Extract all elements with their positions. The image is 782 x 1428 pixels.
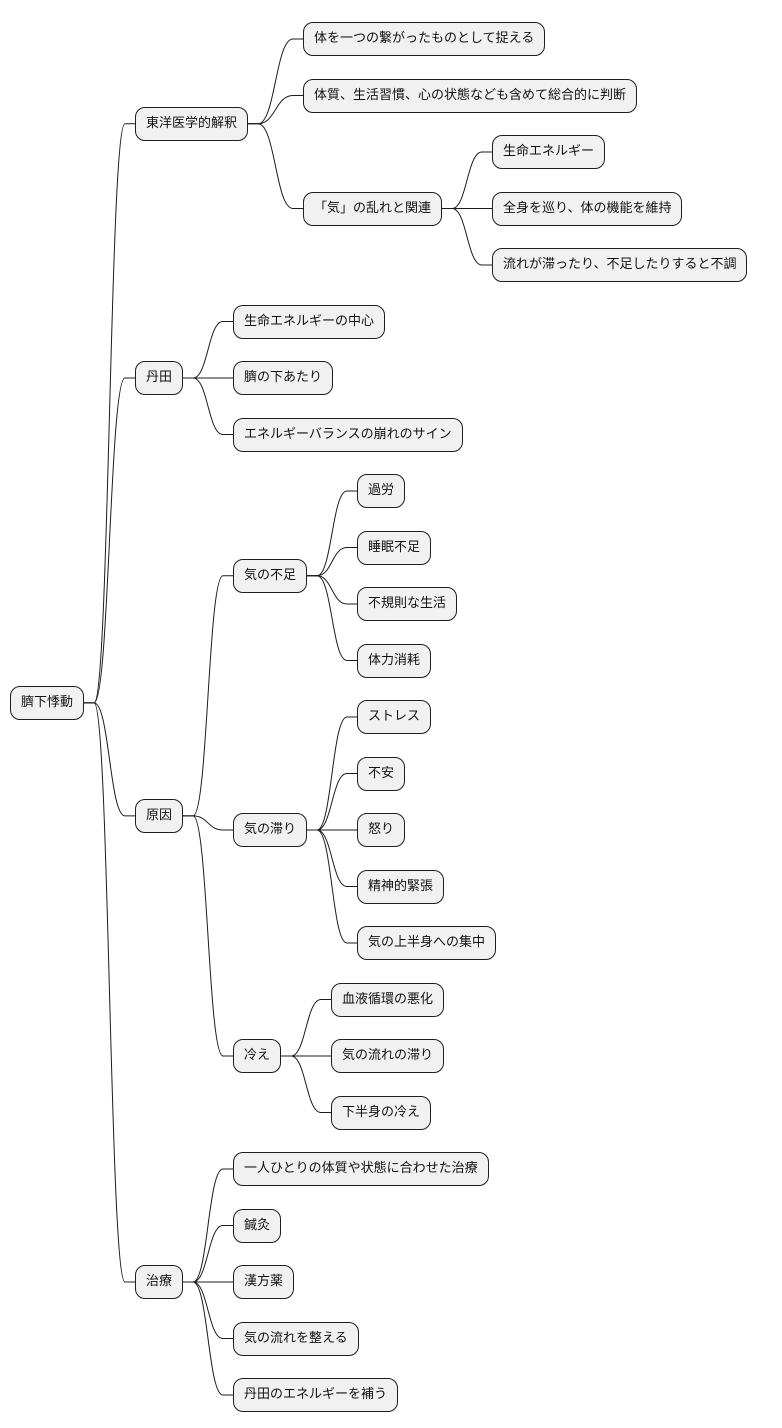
mindmap-connector — [281, 1055, 331, 1113]
mindmap-branch-node: 治療 — [135, 1265, 184, 1299]
mindmap-leaf-node: 下半身の冷え — [331, 1095, 432, 1130]
mindmap-leaf-node: 体力消耗 — [357, 643, 432, 678]
mindmap-leaf-node: 生命エネルギー — [492, 135, 606, 169]
mindmap-connector — [307, 829, 357, 887]
mindmap-leaf-node: 気の流れの滞り — [331, 1039, 445, 1073]
mindmap-leaf-node: 怒り — [357, 813, 406, 847]
mindmap-branch-node: 気の滞り — [233, 813, 308, 847]
mindmap-leaf-node: ストレス — [357, 700, 432, 734]
mindmap-connector — [307, 829, 357, 944]
mindmap-connector — [183, 815, 233, 1057]
mindmap-connector — [442, 151, 492, 209]
mindmap-leaf-node: 全身を巡り、体の機能を維持 — [492, 191, 683, 226]
mindmap-branch-node: 東洋医学的解釈 — [135, 106, 249, 141]
mindmap-leaf-node: 丹田のエネルギーを補う — [233, 1378, 399, 1412]
mindmap-connector — [183, 377, 233, 435]
mindmap-connector — [248, 38, 303, 125]
mindmap-connector — [183, 1225, 233, 1283]
mindmap-leaf-node: 体質、生活習慣、心の状態なども含めて総合的に判断 — [303, 78, 638, 113]
mindmap-leaf-node: 気の流れを整える — [233, 1321, 359, 1356]
mindmap-leaf-node: 流れが滞ったり、不足したりすると不調 — [492, 248, 748, 282]
mindmap-connector — [307, 547, 357, 577]
mindmap-connector — [281, 999, 331, 1057]
mindmap-connector — [248, 95, 303, 125]
mindmap-root-node: 臍下悸動 — [10, 685, 85, 720]
mindmap-branch-node: 原因 — [135, 798, 184, 833]
mindmap-connector — [84, 123, 135, 704]
mindmap-connector — [183, 815, 233, 831]
mindmap-leaf-node: 精神的緊張 — [357, 869, 445, 904]
mindmap-connector — [84, 702, 135, 817]
mindmap-leaf-node: エネルギーバランスの崩れのサイン — [233, 417, 463, 452]
mindmap-branch-node: 気の不足 — [233, 558, 308, 593]
mindmap-leaf-node: 睡眠不足 — [357, 530, 432, 565]
mindmap-connector — [307, 575, 357, 661]
mindmap-leaf-node: 過労 — [357, 474, 406, 508]
mindmap-connector — [183, 575, 233, 817]
mindmap-connector — [307, 773, 357, 831]
mindmap-leaf-node: 生命エネルギーの中心 — [233, 304, 386, 339]
mindmap-leaf-node: 臍の下あたり — [233, 361, 334, 395]
mindmap-connector — [307, 716, 357, 831]
mindmap-connector — [183, 1281, 233, 1339]
mindmap-leaf-node: 鍼灸 — [233, 1208, 282, 1243]
mindmap-connector — [307, 575, 357, 605]
mindmap-connector — [183, 1168, 233, 1283]
mindmap-connector — [84, 377, 135, 704]
mindmap-branch-node: 「気」の乱れと関連 — [303, 191, 443, 226]
mindmap-leaf-node: 体を一つの繋がったものとして捉える — [303, 22, 546, 56]
mindmap-connector — [183, 321, 233, 379]
mindmap-branch-node: 冷え — [233, 1039, 282, 1073]
mindmap-leaf-node: 血液循環の悪化 — [331, 982, 445, 1017]
mindmap-leaf-node: 一人ひとりの体質や状態に合わせた治療 — [233, 1152, 489, 1186]
mindmap-leaf-node: 不規則な生活 — [357, 587, 458, 621]
mindmap-connector — [183, 1281, 233, 1396]
mindmap-leaf-node: 不安 — [357, 756, 406, 791]
mindmap-leaf-node: 気の上半身への集中 — [357, 926, 497, 960]
mindmap-leaf-node: 漢方薬 — [233, 1265, 295, 1299]
mindmap-connector — [248, 123, 303, 209]
mindmap-connector — [84, 702, 135, 1283]
mindmap-branch-node: 丹田 — [135, 361, 184, 395]
mindmap-connector — [307, 490, 357, 577]
mindmap-connector — [442, 208, 492, 266]
